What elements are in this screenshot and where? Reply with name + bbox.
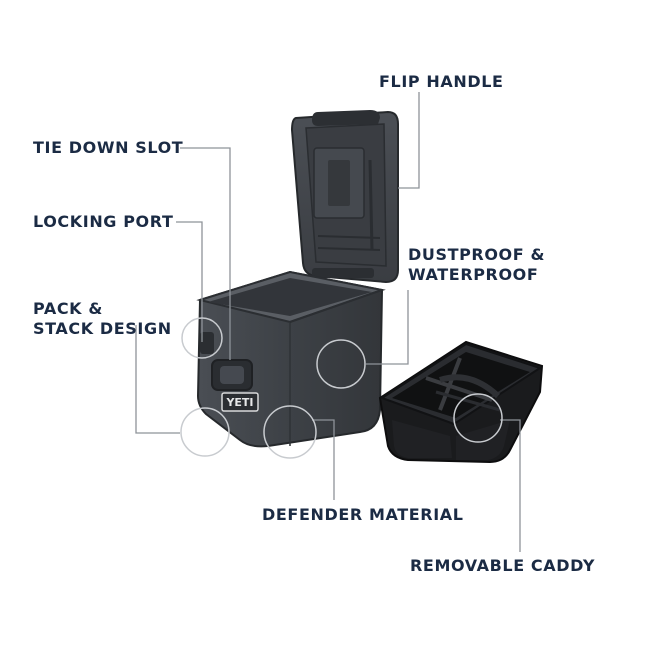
- label-tie-down-slot: TIE DOWN SLOT: [33, 138, 184, 157]
- locking-port-slot: [200, 332, 214, 354]
- label-defender-material: DEFENDER MATERIAL: [262, 505, 464, 524]
- yeti-logo: [221, 392, 259, 412]
- flip-handle: [312, 110, 380, 126]
- label-locking-port: LOCKING PORT: [33, 212, 174, 231]
- dustproof-circle: [316, 339, 366, 389]
- label-pack-stack-design: PACK & STACK DESIGN: [33, 299, 172, 338]
- label-dustproof-waterproof: DUSTPROOF & WATERPROOF: [408, 245, 546, 284]
- removable-caddy-circle: [453, 393, 503, 443]
- storage-box: [196, 110, 399, 448]
- locking-port-circle: [181, 317, 223, 359]
- pack-stack-line: [135, 325, 180, 434]
- tie-down-slot-line: [180, 147, 231, 360]
- defender-material-circle: [263, 405, 317, 459]
- dustproof-line: [366, 290, 409, 365]
- removable-caddy-line: [500, 419, 521, 552]
- pack-stack-circle: [180, 407, 230, 457]
- defender-material-line: [312, 419, 335, 500]
- box-lid: [290, 110, 399, 284]
- box-hinge: [312, 268, 374, 278]
- label-removable-caddy: REMOVABLE CADDY: [410, 556, 596, 575]
- flip-handle-line: [398, 92, 420, 189]
- callout-lines: [135, 92, 521, 552]
- callout-circles: [180, 317, 503, 459]
- locking-port-line: [176, 221, 203, 342]
- label-flip-handle: FLIP HANDLE: [379, 72, 504, 91]
- yeti-logo-text: YETI: [225, 396, 253, 409]
